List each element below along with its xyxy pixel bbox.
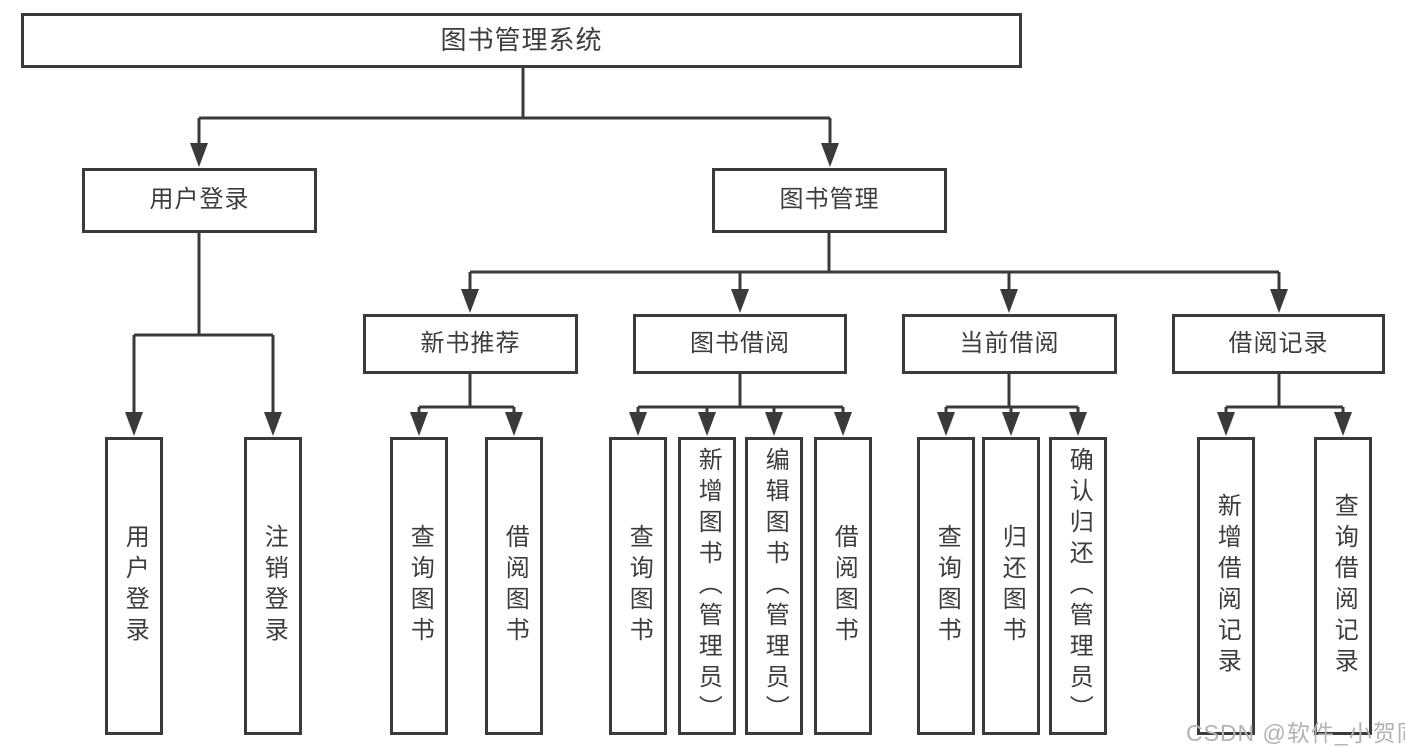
leaf-borrow-book: 借阅图书 [814, 437, 872, 735]
leaf-add-borrow-record-label: 新增借阅记录 [1213, 493, 1241, 679]
leaf-edit-book-admin: 编辑图书（管理员） [745, 437, 803, 735]
node-user-login: 用户登录 [82, 168, 317, 233]
leaf-return-book: 归还图书 [982, 437, 1040, 735]
leaf-user-login-label: 用户登录 [121, 524, 149, 648]
leaf-query-book-recommend-label: 查询图书 [406, 524, 434, 648]
leaf-return-book-label: 归还图书 [998, 524, 1026, 648]
node-book-borrow-label: 图书借阅 [690, 329, 790, 357]
leaf-borrow-book-recommend: 借阅图书 [485, 437, 543, 735]
leaf-confirm-return-admin-label: 确认归还（管理员） [1065, 446, 1093, 726]
node-new-book-recommend-label: 新书推荐 [420, 329, 521, 357]
leaf-add-borrow-record: 新增借阅记录 [1197, 437, 1255, 735]
leaf-query-borrow-record: 查询借阅记录 [1314, 437, 1372, 735]
leaf-borrow-book-recommend-label: 借阅图书 [501, 524, 529, 648]
node-current-borrow-label: 当前借阅 [959, 329, 1060, 357]
leaf-borrow-book-label: 借阅图书 [830, 524, 858, 648]
leaf-query-book-borrow: 查询图书 [609, 437, 667, 735]
leaf-edit-book-admin-label: 编辑图书（管理员） [761, 446, 789, 726]
node-current-borrow: 当前借阅 [902, 314, 1117, 374]
node-book-borrow: 图书借阅 [633, 314, 847, 374]
node-book-management: 图书管理 [712, 168, 947, 233]
leaf-query-book-recommend: 查询图书 [390, 437, 448, 735]
leaf-query-book-current: 查询图书 [917, 437, 975, 735]
leaf-logout: 注销登录 [244, 437, 302, 735]
node-borrow-records: 借阅记录 [1172, 314, 1385, 374]
leaf-logout-label: 注销登录 [260, 524, 288, 648]
leaf-confirm-return-admin: 确认归还（管理员） [1049, 437, 1107, 735]
leaf-user-login: 用户登录 [105, 437, 163, 735]
node-user-login-label: 用户登录 [149, 186, 250, 214]
node-book-management-label: 图书管理 [779, 186, 880, 214]
leaf-query-borrow-record-label: 查询借阅记录 [1330, 493, 1358, 679]
node-borrow-records-label: 借阅记录 [1228, 329, 1329, 357]
node-new-book-recommend: 新书推荐 [363, 314, 578, 374]
watermark: CSDN @软件_小贺同学 [1186, 720, 1405, 746]
leaf-add-book-admin-label: 新增图书（管理员） [694, 446, 722, 726]
leaf-add-book-admin: 新增图书（管理员） [678, 437, 736, 735]
node-root-label: 图书管理系统 [440, 25, 603, 56]
node-root: 图书管理系统 [21, 13, 1022, 68]
leaf-query-book-current-label: 查询图书 [933, 524, 961, 648]
leaf-query-book-borrow-label: 查询图书 [625, 524, 653, 648]
